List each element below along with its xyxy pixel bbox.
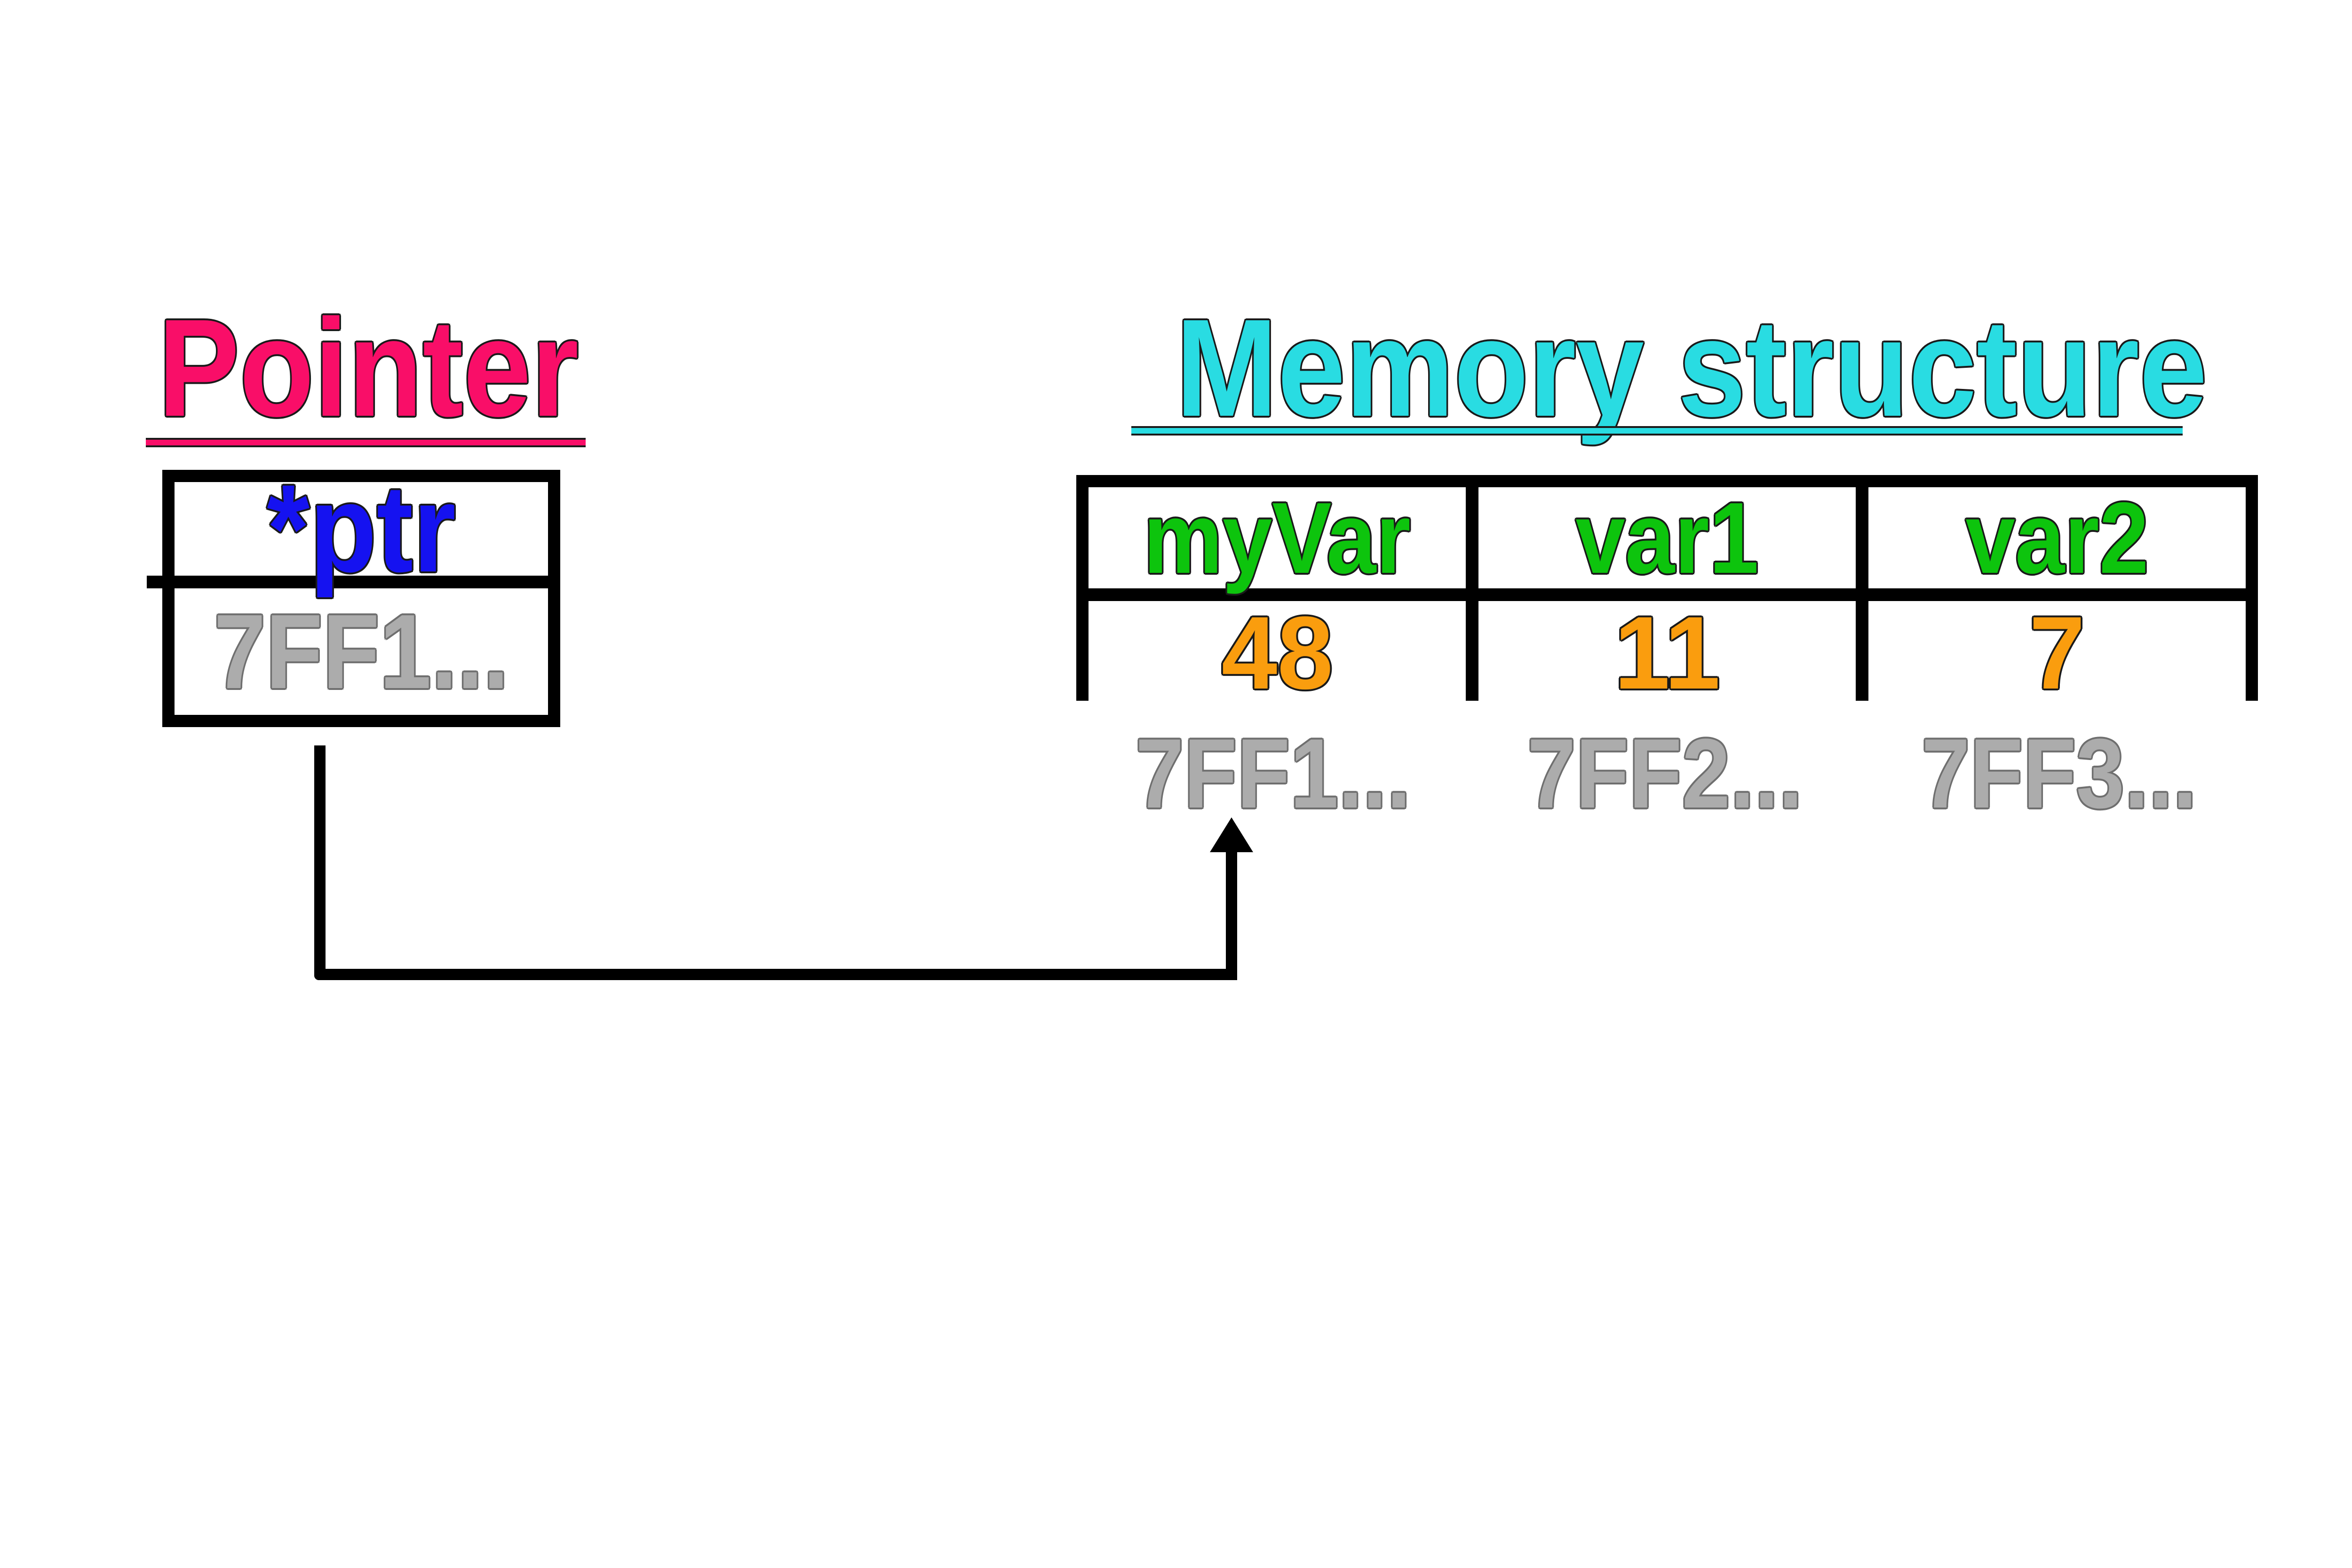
memory-address-7FF2: 7FF2... (1470, 724, 1860, 823)
address-text: 7FF3... (1921, 718, 2197, 829)
pointer-name-cell: *ptr (175, 467, 548, 591)
pointer-box-divider-notch (147, 576, 163, 588)
variable-value: 48 (1221, 595, 1333, 711)
memory-value-cell-var2: 7 (1868, 601, 2246, 705)
memory-title-text: Memory structure (1176, 290, 2208, 445)
address-text: 7FF2... (1527, 718, 1803, 829)
memory-header-cell-var2: var2 (1868, 487, 2246, 588)
pointer-arrow-segment-up (1226, 847, 1237, 980)
memory-value-cell-var1: 11 (1478, 601, 1856, 705)
address-text: 7FF1... (1135, 718, 1411, 829)
memory-title-underline (1131, 426, 2183, 436)
pointer-box: *ptr 7FF1... (162, 467, 560, 727)
pointer-arrow-head-icon (1210, 817, 1253, 852)
pointer-address: 7FF1... (214, 592, 509, 711)
variable-name: myVar (1143, 481, 1411, 594)
pointer-arrow-segment-across (314, 969, 1237, 980)
pointer-arrow-segment-down (314, 745, 326, 980)
pointer-title-text: Pointer (158, 290, 579, 445)
pointer-title-underline (146, 438, 586, 447)
memory-title: Memory structure (1105, 299, 2211, 437)
variable-name: var1 (1575, 481, 1759, 594)
memory-value-cell-myvar: 48 (1089, 601, 1466, 705)
pointer-box-divider (175, 576, 548, 588)
pointer-address-cell: 7FF1... (175, 588, 548, 715)
memory-header-cell-var1: var1 (1478, 487, 1856, 588)
memory-table: myVar var1 var2 48 11 7 (1076, 475, 2258, 705)
variable-name: var2 (1965, 481, 2149, 594)
variable-value: 11 (1614, 595, 1720, 711)
memory-header-cell-myvar: myVar (1089, 487, 1466, 588)
variable-value: 7 (2029, 595, 2085, 711)
pointer-title: Pointer (129, 299, 600, 437)
pointer-name: *ptr (267, 459, 456, 598)
memory-address-7FF1: 7FF1... (1076, 724, 1470, 823)
memory-address-7FF3: 7FF3... (1860, 724, 2258, 823)
